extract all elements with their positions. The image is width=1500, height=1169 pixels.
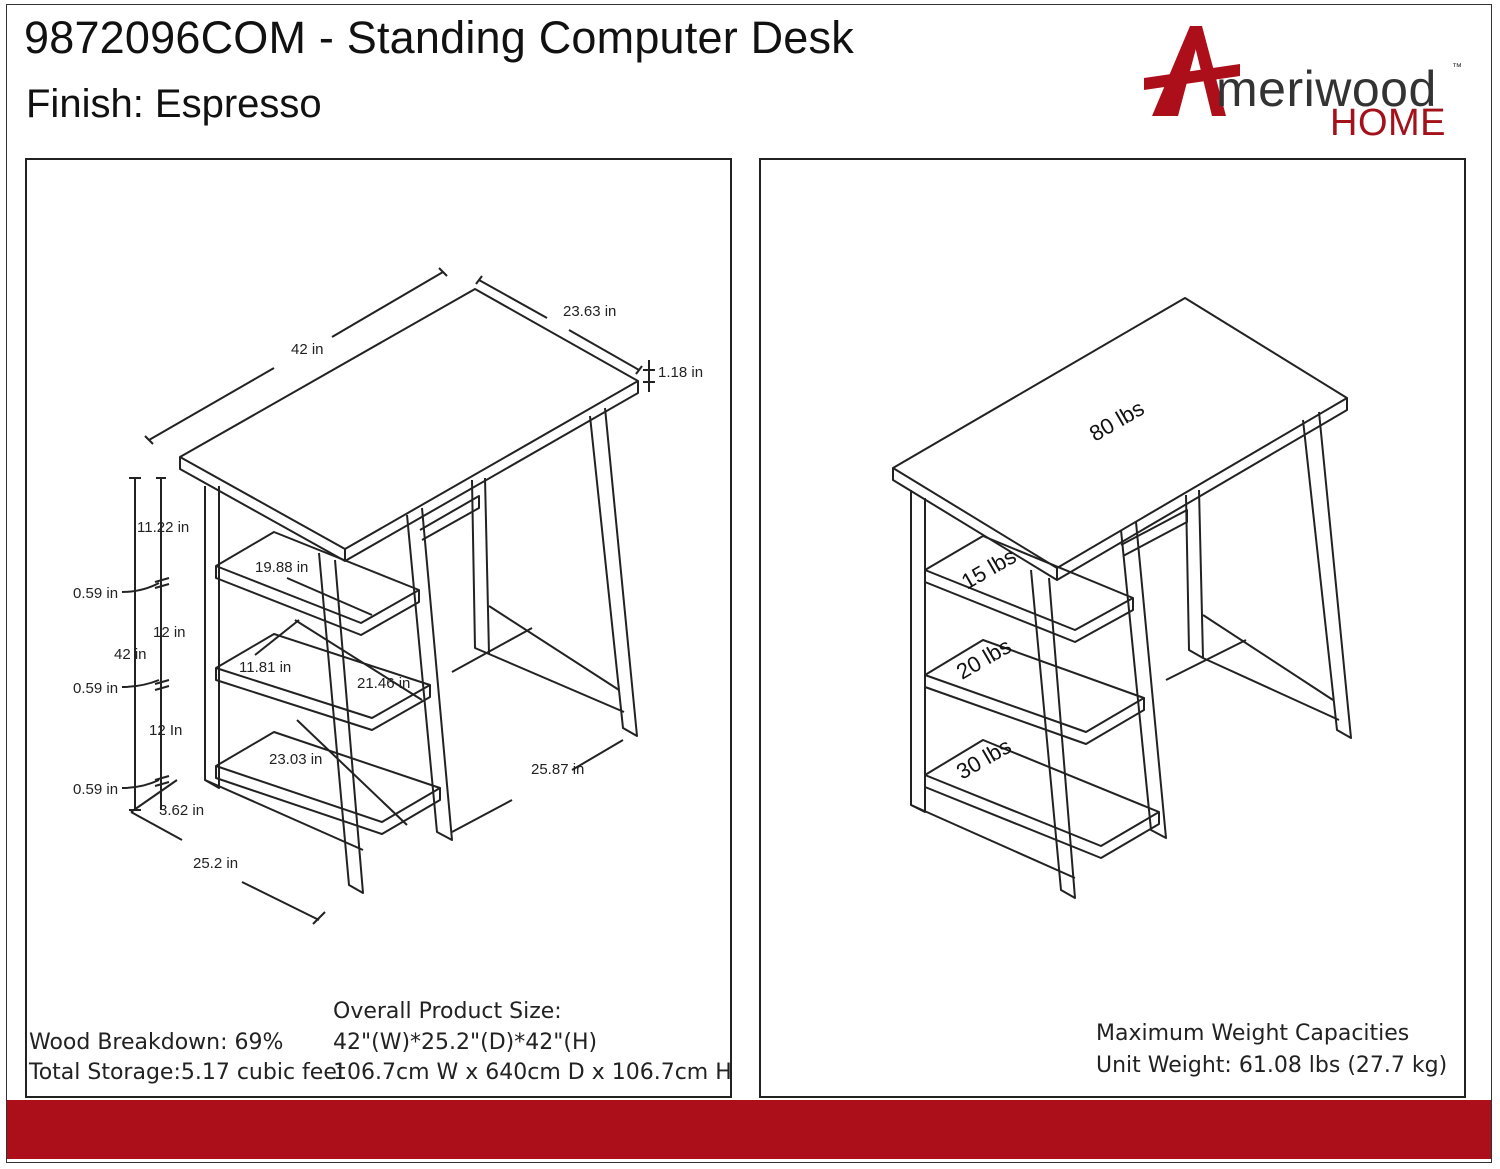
- dimension-labels: 42 in 23.63 in 1.18 in 11.22 in 19.88 in…: [73, 303, 703, 872]
- ameriwood-home-logo: meriwood ™ HOME: [1140, 18, 1470, 148]
- overall-size-inches: 42"(W)*25.2"(D)*42"(H): [333, 1030, 598, 1055]
- wood-breakdown: Wood Breakdown: 69%: [29, 1030, 284, 1055]
- dim-shelf-width-lower: 23.03 in: [269, 751, 322, 768]
- footer-red-bar: [7, 1100, 1491, 1159]
- dim-bottom-clearance: 3.62 in: [159, 802, 204, 819]
- dim-shelf-width-upper: 19.88 in: [255, 559, 308, 576]
- dimension-drawing-panel: 42 in 23.63 in 1.18 in 11.22 in 19.88 in…: [25, 158, 732, 1098]
- logo-home-text: HOME: [1330, 102, 1446, 144]
- sheet-border: [6, 4, 1492, 1163]
- dim-shelf-gap-1: 12 in: [153, 624, 186, 641]
- dim-base-depth: 25.87 in: [531, 761, 584, 778]
- weight-capacity-panel: 80 lbs 15 lbs 20 lbs 30 lbs: [759, 158, 1466, 1098]
- logo-trademark: ™: [1452, 62, 1462, 73]
- dim-top-depth: 23.63 in: [563, 303, 616, 320]
- logo-wordmark: meriwood: [1216, 61, 1437, 117]
- dim-top-thickness: 1.18 in: [658, 364, 703, 381]
- overall-size-cm: 106.7cm W x 640cm D x 106.7cm H: [333, 1060, 732, 1085]
- product-title: 9872096COM - Standing Computer Desk: [24, 12, 854, 63]
- dim-overall-height: 42 in: [114, 646, 147, 663]
- dim-shelf-thickness-3: 0.59 in: [73, 781, 118, 798]
- logo-a-mark-icon: [1144, 26, 1240, 116]
- capacity-top: 80 lbs: [1085, 395, 1148, 446]
- dim-shelf-thickness-2: 0.59 in: [73, 680, 118, 697]
- max-weight-label: Maximum Weight Capacities: [1096, 1021, 1410, 1046]
- capacity-shelf-1: 15 lbs: [957, 543, 1020, 594]
- dim-shelf-thickness-1: 0.59 in: [73, 585, 118, 602]
- overall-size-label: Overall Product Size:: [333, 999, 562, 1024]
- unit-weight: Unit Weight: 61.08 lbs (27.7 kg): [1096, 1053, 1448, 1078]
- desk-outline-right: [892, 297, 1352, 899]
- dim-overall-depth: 25.2 in: [193, 855, 238, 872]
- desk-capacity-diagram: 80 lbs 15 lbs 20 lbs 30 lbs: [892, 297, 1352, 899]
- dimension-lines: [121, 267, 655, 925]
- dim-shelf-gap-2: 12 In: [149, 722, 182, 739]
- dim-shelf-gap-top: 11.22 in: [137, 519, 189, 536]
- desk-outline: [179, 288, 639, 894]
- dim-top-width: 42 in: [291, 341, 324, 358]
- dim-shelf-depth-middle: 11.81 in: [239, 659, 291, 676]
- desk-dimension-diagram: 42 in 23.63 in 1.18 in 11.22 in 19.88 in…: [73, 267, 703, 925]
- dim-shelf-width-middle: 21.46 in: [357, 675, 410, 692]
- total-storage: Total Storage:5.17 cubic feet: [29, 1060, 346, 1085]
- finish-label: Finish: Espresso: [26, 82, 322, 126]
